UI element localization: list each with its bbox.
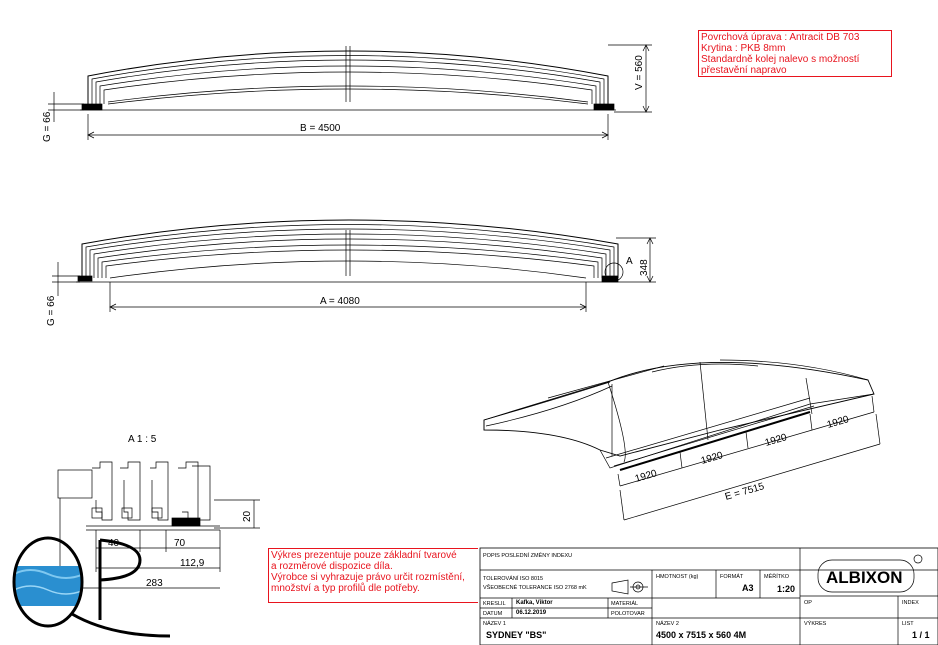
title-block-frame	[479, 547, 938, 645]
tb-index: INDEX	[902, 600, 919, 606]
dim-20-label: 20	[242, 510, 253, 522]
dim-a-marker: A	[626, 256, 633, 267]
front-view-bottom	[52, 219, 656, 312]
note-top-line: Standardně kolej nalevo s možností	[701, 54, 860, 65]
front-view-top	[48, 44, 652, 140]
brand-logo: ALBIXON	[826, 568, 903, 587]
tb-datum-value: 06.12.2019	[516, 610, 547, 616]
tb-nazev2-value: 4500 x 7515 x 560 4M	[656, 630, 747, 640]
dim-seg3-label: 1920	[764, 432, 789, 449]
tb-popis: POPIS POSLEDNÍ ZMĚNY INDEXU	[483, 553, 573, 559]
note-disclaimer: Výkres prezentuje pouze základní tvarové…	[268, 548, 478, 603]
tb-tol1: TOLEROVÁNÍ ISO 8015	[483, 576, 544, 582]
tb-kreslil-value: Kafka, Viktor	[516, 600, 553, 606]
note-bottom-line: Výrobce si vyhrazuje právo určit rozmíst…	[271, 572, 465, 583]
tb-polotovar: POLOTOVAR	[611, 611, 645, 617]
dim-348-label: 348	[639, 259, 650, 276]
tb-list-value: 1 / 1	[912, 630, 930, 640]
tb-vykres: VÝKRES	[804, 621, 827, 627]
note-top-line: přestavění napravo	[701, 65, 787, 76]
dim-283-label: 283	[146, 578, 163, 589]
tb-nazev1-label: NÁZEV 1	[483, 621, 506, 627]
tb-format-label: FORMÁT	[720, 574, 744, 580]
tb-material: MATERIÁL	[611, 601, 639, 607]
isometric-view	[483, 359, 881, 521]
note-bottom-line: Výkres prezentuje pouze základní tvarové	[271, 550, 457, 561]
tb-kreslil-label: KRESLIL	[483, 601, 506, 607]
note-top-line: Krytina : PKB 8mm	[701, 43, 786, 54]
tb-datum-label: DATUM	[483, 611, 503, 617]
note-bottom-line: množství a typ profilů dle potřeby.	[271, 583, 420, 594]
dim-g1-label: G = 66	[42, 111, 53, 142]
tb-meritko-label: MĚŘÍTKO	[764, 574, 790, 580]
tb-nazev1-value: SYDNEY "BS"	[486, 630, 547, 640]
dim-a-label: A = 4080	[320, 296, 360, 307]
dim-40-label: 40	[108, 538, 120, 549]
note-top-line: Povrchová úprava : Antracit DB 703	[701, 32, 860, 43]
tb-list-label: LIST	[902, 621, 914, 627]
dim-seg4-label: 1920	[826, 414, 851, 431]
tb-meritko-value: 1:20	[777, 584, 796, 594]
dim-v-label: V = 560	[634, 55, 645, 90]
dim-70-label: 70	[174, 538, 186, 549]
dim-seg1-label: 1920	[634, 468, 659, 485]
dim-b-label: B = 4500	[300, 123, 341, 134]
note-bottom-line: a rozměrové dispozice díla.	[271, 561, 393, 572]
dim-1129-label: 112,9	[180, 558, 205, 569]
tb-hmotnost: HMOTNOST (kg)	[656, 574, 699, 580]
tb-format-value: A3	[742, 583, 754, 593]
dim-g2-label: G = 66	[46, 295, 57, 326]
note-surface-finish: Povrchová úprava : Antracit DB 703 Kryti…	[698, 30, 892, 77]
tb-tol2: VŠEOBECNÉ TOLERANCE ISO 2768 mK	[483, 585, 587, 591]
tb-nazev2-label: NÁZEV 2	[656, 621, 679, 627]
tb-op: OP	[804, 600, 812, 606]
detail-scale-label: A 1 : 5	[128, 434, 157, 445]
detail-a	[57, 461, 260, 592]
dim-seg2-label: 1920	[700, 450, 725, 467]
qp-watermark	[12, 536, 171, 638]
